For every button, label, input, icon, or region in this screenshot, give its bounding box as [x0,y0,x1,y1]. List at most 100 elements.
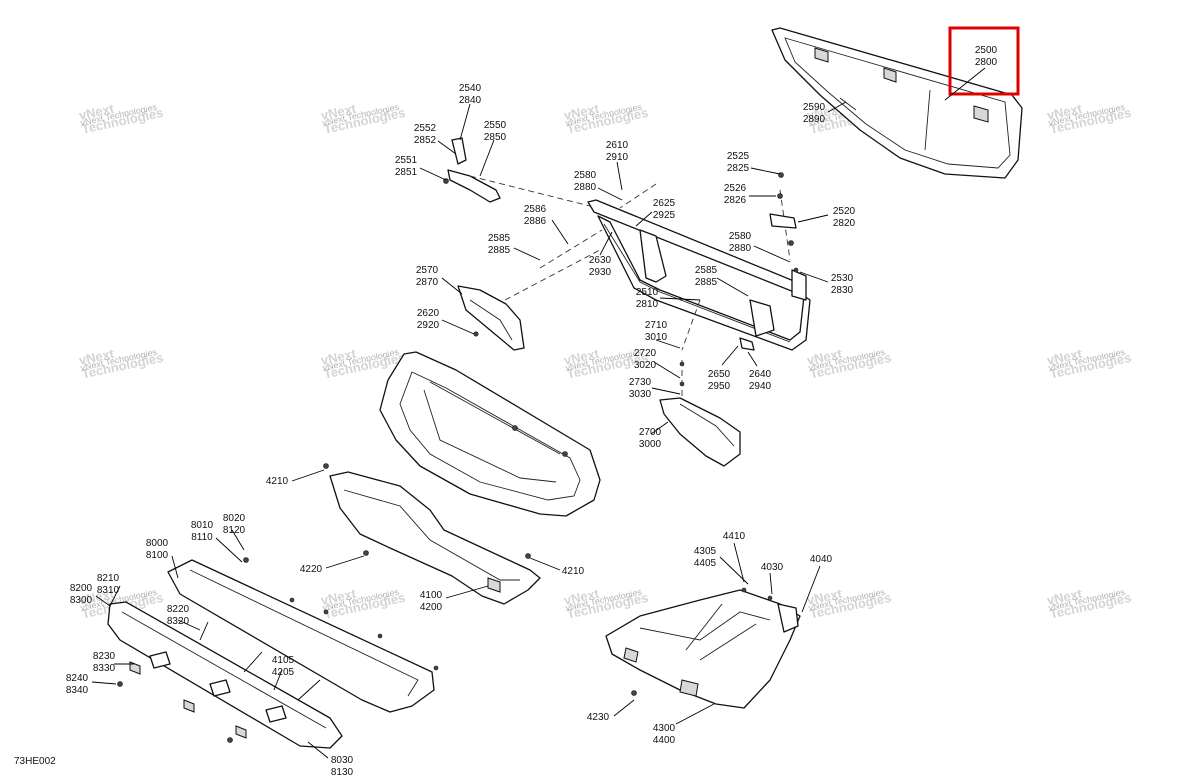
door-panel-part[interactable] [771,27,1023,179]
part-number-label: 4210 [562,566,585,577]
side-step-part[interactable] [167,557,439,713]
part-number-label: 2610 [606,140,629,151]
callout-2550[interactable]: 2550 2850 [484,120,507,143]
part-number-label: 8310 [97,585,120,596]
callout-4030[interactable]: 4030 [761,562,784,573]
callout-4105[interactable]: 4105 4205 [272,655,295,678]
svg-text:vNext: vNext [563,586,601,608]
assembly-line [504,249,601,301]
part-number-label: 8330 [93,663,116,674]
callout-8210[interactable]: 8210 8310 [97,573,120,596]
part-number-label: 4030 [761,562,784,573]
part-number-label: 2826 [724,195,747,206]
callout-2540[interactable]: 2540 2840 [459,83,482,106]
callout-8000[interactable]: 8000 8100 [146,538,169,561]
part-number-label: 4220 [300,564,323,575]
callout-2650[interactable]: 2650 2950 [708,369,731,392]
callout-2585[interactable]: 2585 2885 [488,233,511,256]
part-number-label: 2885 [488,245,511,256]
watermark: vNext Technologies vNext Technologies [1046,346,1133,382]
callout-8240[interactable]: 8240 8340 [66,673,89,696]
callout-4410[interactable]: 4410 [723,531,746,542]
hinge-cover-part[interactable] [457,285,525,351]
part-number-label: 2925 [653,210,676,221]
part-number-label: 2852 [414,135,437,146]
callout-4300[interactable]: 4300 4400 [653,723,676,746]
callout-2551[interactable]: 2551 2851 [395,155,418,178]
part-number-label: 2630 [589,255,612,266]
callout-2590[interactable]: 2590 2890 [803,102,826,125]
callout-2526[interactable]: 2526 2826 [724,183,747,206]
part-number-label: 4400 [653,735,676,746]
part-number-label: 8340 [66,685,89,696]
part-number-label: 4100 [420,590,443,601]
svg-text:vNext: vNext [806,586,844,608]
part-number-label: 3000 [639,439,662,450]
callout-8200[interactable]: 8200 8300 [70,583,93,606]
callout-2700[interactable]: 2700 3000 [639,427,662,450]
part-number-label: 8010 [191,520,214,531]
part-number-label: 2930 [589,267,612,278]
watermark: vNext Technologies vNext Technologies [806,346,893,382]
part-number-label: 4200 [420,602,443,613]
callout-2620[interactable]: 2620 2920 [417,308,440,331]
upper-door-frame-part[interactable] [587,199,811,351]
callout-8020[interactable]: 8020 8120 [223,513,246,536]
callout-2720[interactable]: 2720 3020 [634,348,657,371]
bracket-2520-part[interactable] [769,172,799,273]
callout-2500[interactable]: 2500 2800 [975,45,998,68]
callout-2630[interactable]: 2630 2930 [589,255,612,278]
part-number-label: 2500 [975,45,998,56]
part-number-label: 2950 [708,381,731,392]
callout-2525[interactable]: 2525 2825 [727,151,750,174]
callout-2530[interactable]: 2530 2830 [831,273,854,296]
lower-door-frame-part[interactable] [379,351,601,517]
callout-8230[interactable]: 8230 8330 [93,651,116,674]
part-number-label: 2586 [524,204,547,215]
callout-2640[interactable]: 2640 2940 [749,369,772,392]
callout-2730[interactable]: 2730 3030 [629,377,652,400]
watermark: vNext Technologies vNext Technologies [1046,101,1133,137]
callout-4040[interactable]: 4040 [810,554,833,565]
svg-text:vNext: vNext [1046,346,1084,368]
callout-4220[interactable]: 4220 [300,564,323,575]
callout-8030[interactable]: 8030 8130 [331,755,354,778]
callout-4305[interactable]: 4305 4405 [694,546,717,569]
callout-2520[interactable]: 2520 2820 [833,206,856,229]
part-number-label: 2825 [727,163,750,174]
part-number-label: 2640 [749,369,772,380]
callout-2586[interactable]: 2586 2886 [524,204,547,227]
callout-2625[interactable]: 2625 2925 [653,198,676,221]
callout-2552[interactable]: 2552 2852 [414,123,437,146]
part-number-label: 2510 [636,287,659,298]
callout-4100[interactable]: 4100 4200 [420,590,443,613]
watermark: vNext Technologies vNext Technologies [320,586,407,622]
rocker-panel-part[interactable] [323,463,541,605]
callout-2580[interactable]: 2580 2880 [574,170,597,193]
callout-4230[interactable]: 4230 [587,712,610,723]
part-number-label: 2625 [653,198,676,209]
callout-2570[interactable]: 2570 2870 [416,265,439,288]
svg-text:vNext: vNext [563,101,601,123]
footwell-panel-part[interactable] [605,587,801,709]
callout-2710[interactable]: 2710 3010 [645,320,668,343]
svg-text:vNext: vNext [1046,101,1084,123]
callout-2510[interactable]: 2510 2810 [636,287,659,310]
part-number-label: 2552 [414,123,437,134]
callout-8010[interactable]: 8010 8110 [191,520,214,543]
svg-text:vNext: vNext [563,346,601,368]
part-number-label: 2525 [727,151,750,162]
callout-2580[interactable]: 2580 2880 [729,231,752,254]
rock-slider-part[interactable] [107,601,343,749]
part-number-label: 2810 [636,299,659,310]
callout-2610[interactable]: 2610 2910 [606,140,629,163]
part-number-label: 2540 [459,83,482,94]
callout-2585[interactable]: 2585 2885 [695,265,718,288]
callout-4210[interactable]: 4210 [562,566,585,577]
lower-door-insert-part[interactable] [659,337,755,467]
callout-8220[interactable]: 8220 8320 [167,604,190,627]
callout-4210[interactable]: 4210 [266,476,289,487]
hinge-bracket-part[interactable] [443,137,501,203]
part-number-label: 4230 [587,712,610,723]
